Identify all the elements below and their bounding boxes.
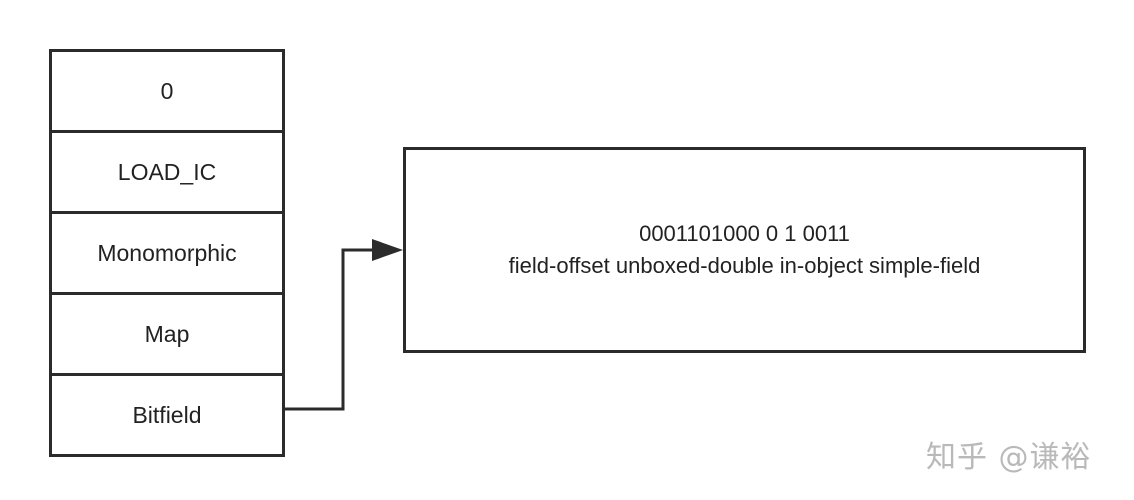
bitfield-detail-box: 0001101000 0 1 0011 field-offset unboxed…	[403, 147, 1086, 353]
connector-line	[282, 248, 376, 411]
arrowhead-icon	[372, 239, 403, 261]
stack-cell-bitfield: Bitfield	[132, 401, 202, 428]
stack-cell-zero: 0	[52, 52, 282, 133]
feedback-slot-stack: 0 LOAD_IC Monomorphic Map Bitfield	[49, 49, 285, 457]
stack-cell-map: Map	[52, 295, 282, 376]
bitfield-bits: 0001101000 0 1 0011	[639, 221, 850, 246]
stack-cell-monomorphic: Monomorphic	[52, 214, 282, 295]
stack-cell-load-ic: LOAD_IC	[52, 133, 282, 214]
watermark: 知乎 @谦裕	[926, 440, 1092, 475]
bitfield-field-names: field-offset unboxed-double in-object si…	[508, 253, 981, 278]
